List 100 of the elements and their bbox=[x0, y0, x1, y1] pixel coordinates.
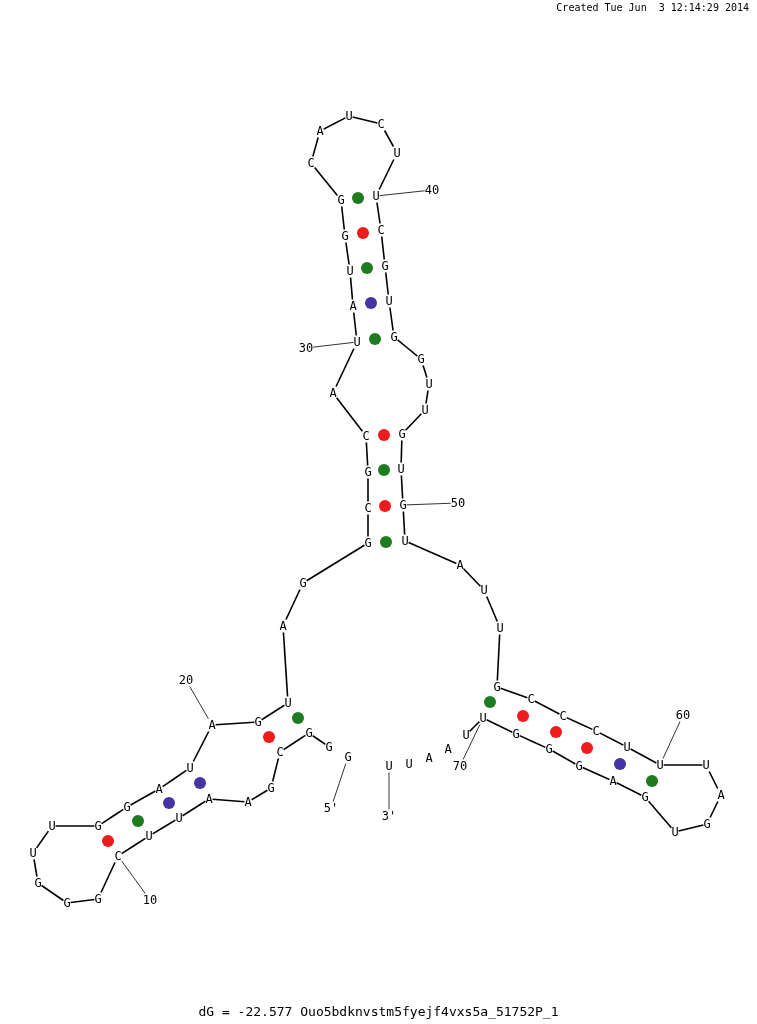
nucleotide-letter: C bbox=[527, 692, 535, 706]
backbone-line bbox=[629, 748, 658, 764]
leader-line bbox=[189, 686, 209, 720]
nucleotide-letter: G bbox=[305, 726, 313, 740]
backbone-line bbox=[340, 205, 346, 231]
nucleotide-letter: G bbox=[641, 790, 649, 804]
nucleotide-letter: C bbox=[592, 724, 600, 738]
backbone-line bbox=[551, 750, 577, 765]
backbone-line bbox=[181, 800, 207, 817]
backbone-line bbox=[129, 790, 157, 806]
base-pair-dot bbox=[352, 192, 364, 204]
nucleotide-letter: A bbox=[208, 718, 216, 732]
nucleotide-letter: G bbox=[267, 781, 275, 795]
nucleotide-letter: U bbox=[623, 740, 631, 754]
backbone-line bbox=[400, 474, 404, 500]
nucleotide-letter: U bbox=[48, 819, 56, 833]
base-pair-dot bbox=[378, 429, 390, 441]
nucleotide-letter: C bbox=[114, 849, 122, 863]
nucleotide-letter: A bbox=[717, 788, 725, 802]
backbone-line bbox=[33, 858, 38, 878]
nucleotide-letter: U bbox=[353, 335, 361, 349]
nucleotide-letter: U bbox=[702, 758, 710, 772]
backbone-line bbox=[677, 824, 705, 832]
backbone-line bbox=[378, 158, 395, 191]
base-pair-dot bbox=[263, 731, 275, 743]
backbone-line bbox=[383, 129, 395, 148]
backbone-line bbox=[312, 136, 319, 158]
nucleotide-letter: A bbox=[349, 299, 357, 313]
nucleotide-letter: G bbox=[94, 819, 102, 833]
free-energy-caption: dG = -22.577 Ouo5bdknvstm5fyejf4vxs5a_51752P_1 bbox=[198, 1004, 559, 1019]
nucleotide-letter: G bbox=[398, 427, 406, 441]
base-pair-dot bbox=[484, 696, 496, 708]
nucleotide-letter: U bbox=[671, 825, 679, 839]
nucleotide-letter: G bbox=[399, 498, 407, 512]
backbone-line bbox=[662, 764, 704, 766]
base-pair-dot bbox=[614, 758, 626, 770]
nucleotide-letter: U bbox=[345, 109, 353, 123]
base-pair-dot bbox=[646, 775, 658, 787]
backbone-line bbox=[349, 276, 354, 301]
position-number: 30 bbox=[298, 341, 314, 355]
nucleotide-letter: U bbox=[496, 621, 504, 635]
backbone-line bbox=[485, 718, 514, 734]
leader-line bbox=[332, 763, 347, 802]
nucleotide-letter: G bbox=[94, 892, 102, 906]
position-number: 50 bbox=[450, 496, 466, 510]
backbone-line bbox=[367, 513, 369, 538]
nucleotide-letter: A bbox=[279, 619, 287, 633]
backbone-line bbox=[282, 734, 307, 751]
backbone-line bbox=[313, 166, 339, 197]
nucleotide-letter: A bbox=[316, 124, 324, 138]
leader-line bbox=[388, 772, 390, 810]
backbone-line bbox=[400, 439, 403, 464]
nucleotide-letter: U bbox=[421, 403, 429, 417]
backbone-line bbox=[518, 734, 547, 749]
backbone-line bbox=[396, 339, 419, 357]
nucleotide-letter: G bbox=[545, 742, 553, 756]
nucleotide-letter: C bbox=[276, 745, 284, 759]
base-pair-dot bbox=[379, 500, 391, 512]
backbone-line bbox=[40, 884, 65, 902]
backbone-line bbox=[468, 720, 481, 733]
nucleotide-letter: U bbox=[385, 294, 393, 308]
backbone-line bbox=[708, 770, 719, 790]
base-pair-dot bbox=[163, 797, 175, 809]
nucleotide-letter: U bbox=[480, 583, 488, 597]
backbone-line bbox=[151, 819, 177, 835]
creation-date-text: Created Tue Jun 3 12:14:29 2014 bbox=[556, 2, 749, 13]
backbone-line bbox=[581, 766, 611, 781]
nucleotide-letter: U bbox=[401, 534, 409, 548]
nucleotide-letter: U bbox=[656, 758, 664, 772]
base-pair-dot bbox=[581, 742, 593, 754]
nucleotide-letter: G bbox=[493, 680, 501, 694]
nucleotide-letter: G bbox=[512, 727, 520, 741]
base-pair-dot bbox=[357, 227, 369, 239]
nucleotide-letter: U bbox=[385, 759, 393, 773]
backbone-line bbox=[380, 235, 386, 261]
backbone-line bbox=[485, 595, 499, 623]
nucleotide-letter: C bbox=[307, 156, 315, 170]
backbone-line bbox=[425, 389, 429, 405]
base-pair-dot bbox=[361, 262, 373, 274]
nucleotide-letter: U bbox=[186, 761, 194, 775]
nucleotide-letter: A bbox=[244, 795, 252, 809]
position-number: 60 bbox=[675, 708, 691, 722]
leader-line bbox=[379, 190, 426, 196]
nucleotide-letter: U bbox=[284, 696, 292, 710]
nucleotide-letter: A bbox=[205, 792, 213, 806]
backbone-line bbox=[615, 782, 643, 796]
nucleotide-letter: G bbox=[381, 259, 389, 273]
backbone-line bbox=[285, 588, 301, 621]
backbone-line bbox=[389, 306, 394, 332]
backbone-line bbox=[260, 704, 286, 721]
backbone-line bbox=[565, 716, 594, 731]
nucleotide-letter: U bbox=[372, 189, 380, 203]
base-pair-dot bbox=[292, 712, 304, 724]
backbone-line bbox=[250, 789, 269, 801]
base-pair-dot bbox=[378, 464, 390, 476]
base-pair-dot bbox=[132, 815, 144, 827]
backbone-line bbox=[376, 201, 381, 225]
nucleotide-letter: A bbox=[155, 782, 163, 796]
backbone-line bbox=[598, 732, 625, 746]
backbone-line bbox=[282, 631, 289, 698]
